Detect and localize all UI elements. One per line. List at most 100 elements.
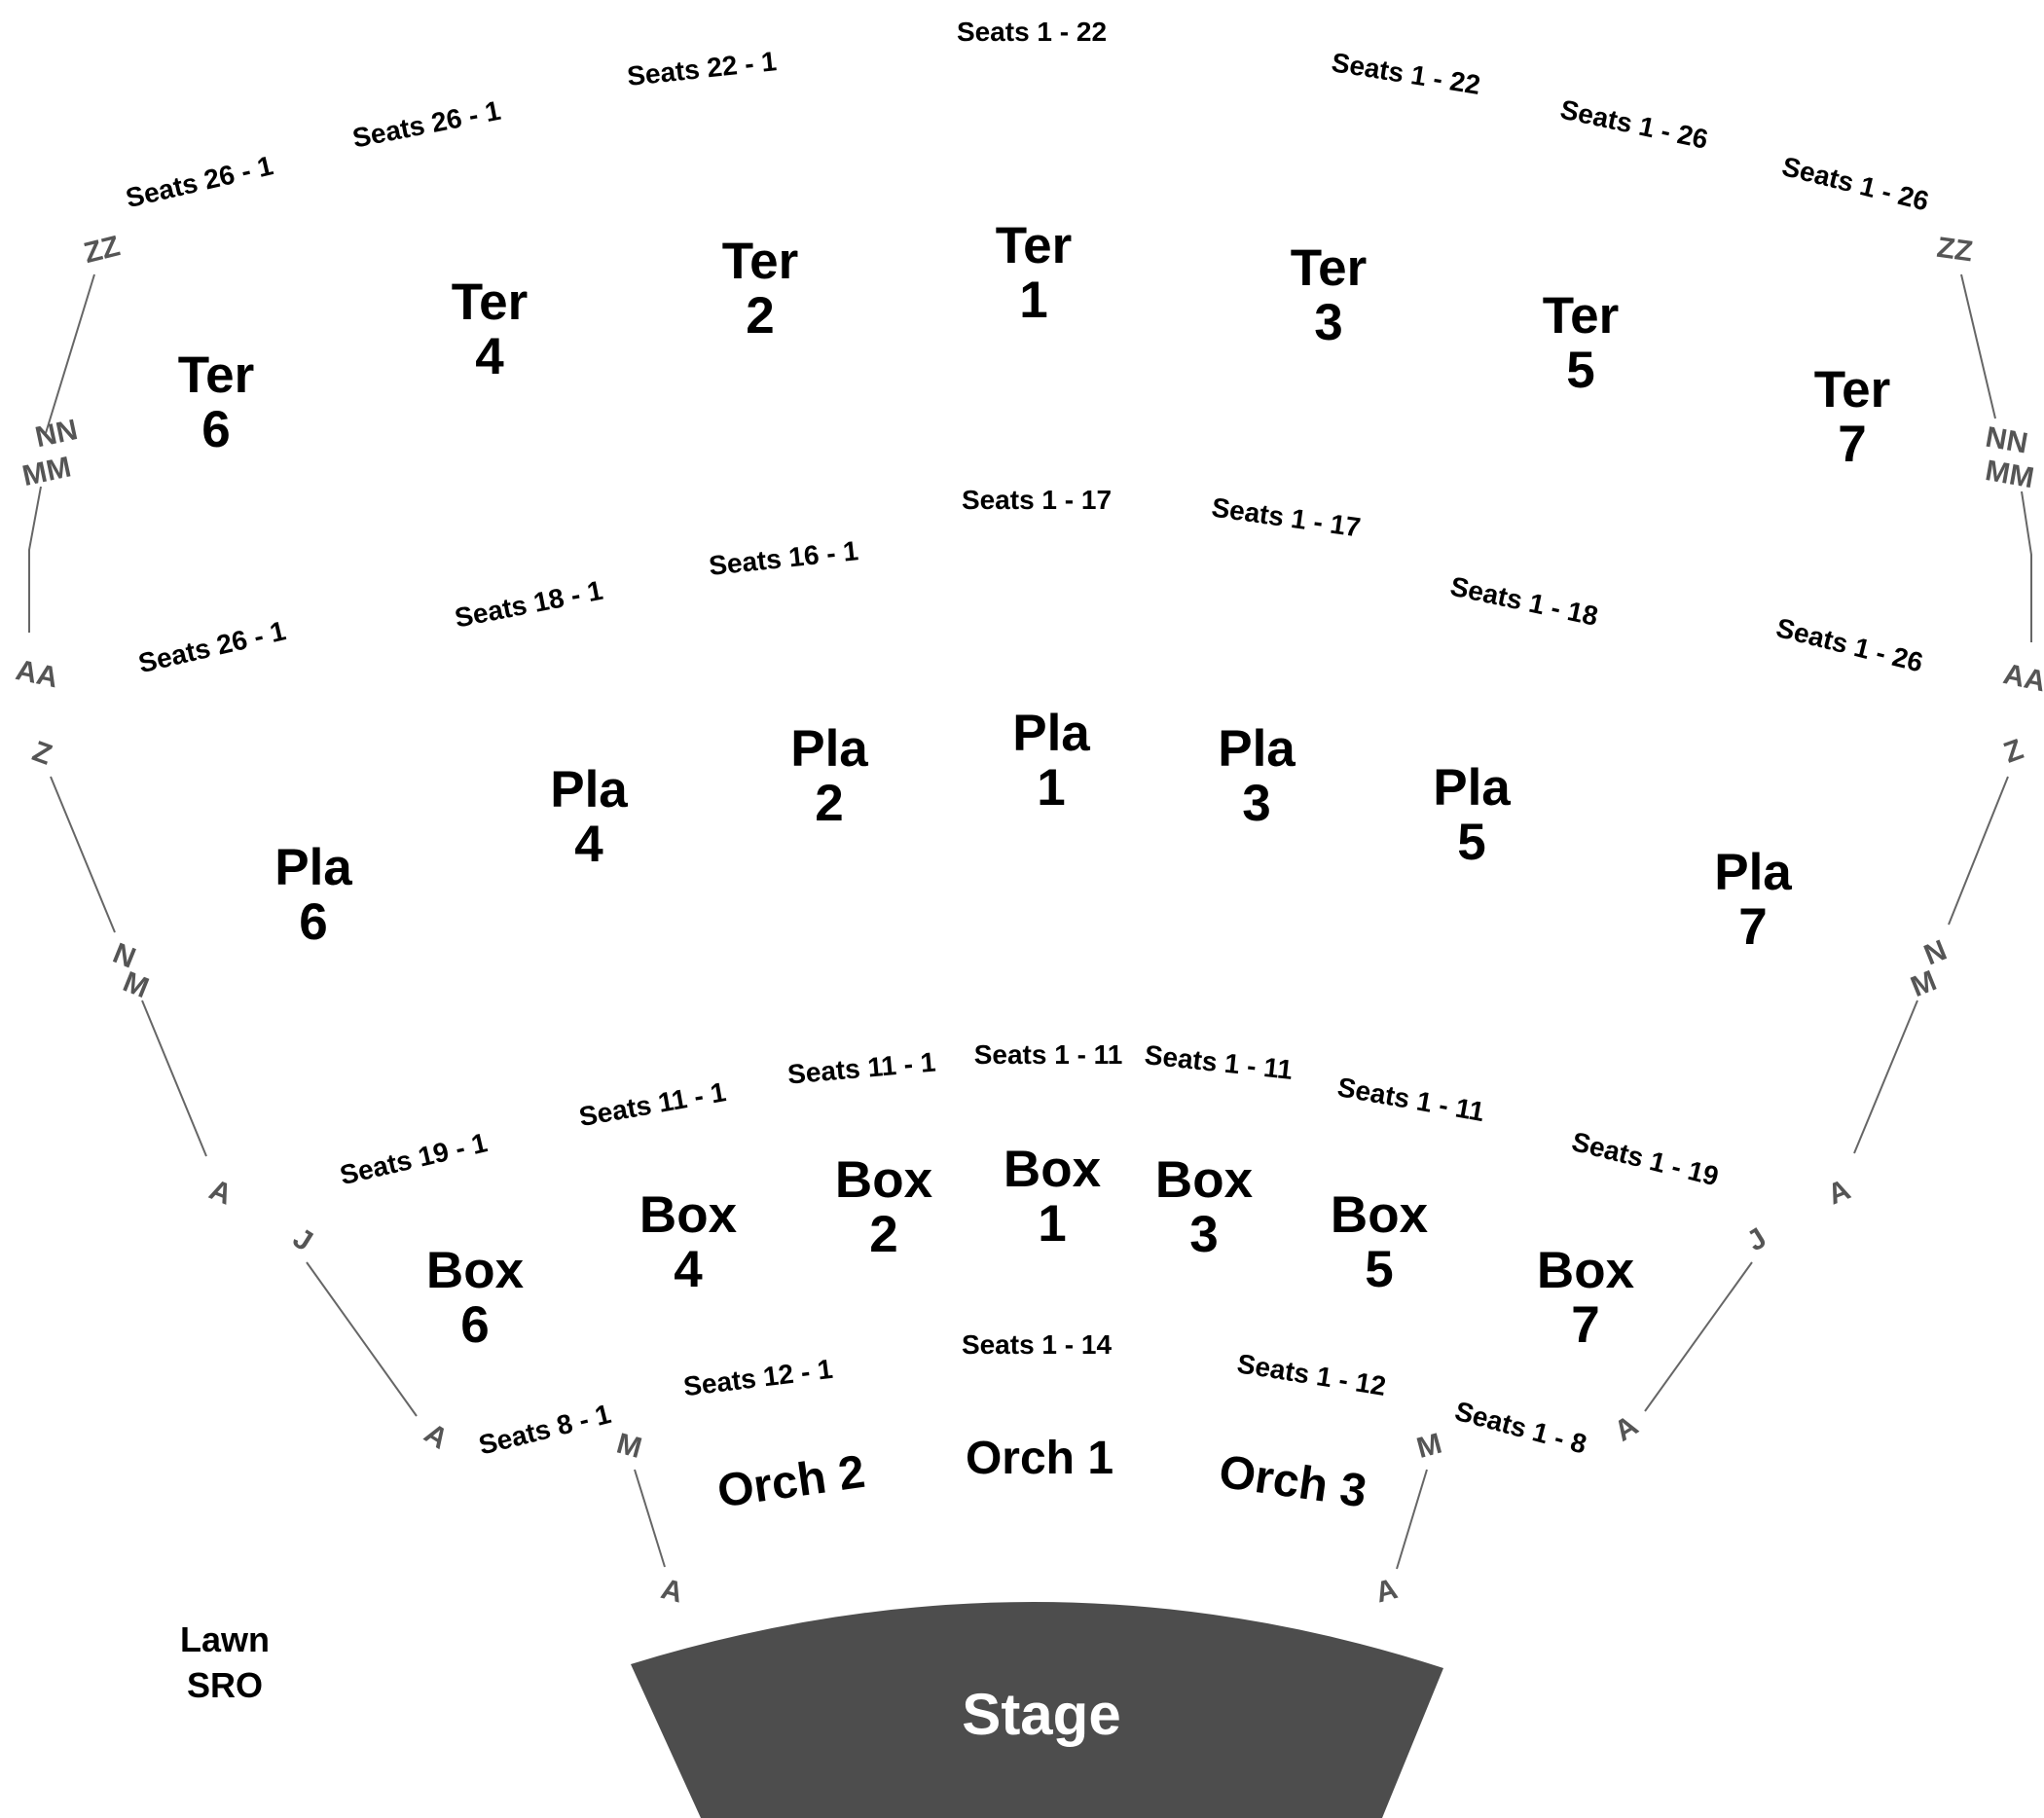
section-orch-3[interactable]: Orch 3 xyxy=(1216,1446,1369,1518)
row-label-z-right: Z xyxy=(1999,733,2027,769)
row-labels-left: ZZ NN MM AA Z N M A J A M A xyxy=(13,230,686,1609)
section-pla-7-name: Pla xyxy=(1714,844,1792,901)
aisle-lines xyxy=(28,273,2032,1570)
section-pla-2-number: 2 xyxy=(815,775,843,832)
seats-orch-3: Seats 1 - 12 xyxy=(1235,1348,1388,1401)
section-pla-7[interactable]: Pla 7 xyxy=(1714,844,1792,956)
section-ter-6[interactable]: Ter 6 xyxy=(178,346,255,458)
row-label-m-right-orch: M xyxy=(1413,1428,1445,1465)
section-box-4-number: 4 xyxy=(674,1241,703,1298)
section-box-3-name: Box xyxy=(1155,1151,1254,1209)
section-box-5[interactable]: Box 5 xyxy=(1331,1186,1429,1298)
row-label-j-right: J xyxy=(1741,1222,1772,1258)
section-ter-1[interactable]: Ter 1 xyxy=(996,217,1073,329)
row-label-nn-right: NN xyxy=(1983,421,2029,460)
seats-box-7: Seats 1 - 19 xyxy=(1569,1126,1722,1191)
row-label-m-right: M xyxy=(1907,964,1942,1003)
section-pla-2[interactable]: Pla 2 xyxy=(790,720,868,832)
section-ter-3-name: Ter xyxy=(1291,239,1368,297)
section-box-1-name: Box xyxy=(1004,1141,1102,1198)
section-pla-1[interactable]: Pla 1 xyxy=(1012,705,1090,817)
section-pla-4-number: 4 xyxy=(574,816,603,873)
section-box-7[interactable]: Box 7 xyxy=(1537,1242,1635,1354)
aisle-line-left-middle xyxy=(50,776,207,1157)
section-box-2[interactable]: Box 2 xyxy=(835,1151,933,1263)
section-box-7-number: 7 xyxy=(1571,1296,1599,1354)
seats-pla-4: Seats 18 - 1 xyxy=(453,575,605,634)
section-pla-6-number: 6 xyxy=(299,893,327,951)
section-pla-7-number: 7 xyxy=(1738,898,1767,956)
aisle-line-right-upper xyxy=(1960,273,2032,642)
section-ter-7[interactable]: Ter 7 xyxy=(1814,361,1891,473)
seats-pla-2: Seats 16 - 1 xyxy=(708,535,860,581)
section-ter-4-name: Ter xyxy=(452,273,529,331)
section-ter-3-number: 3 xyxy=(1314,294,1342,351)
section-pla-6-name: Pla xyxy=(274,839,352,896)
row-label-m-left-orch: M xyxy=(613,1428,645,1465)
stage-label: Stage xyxy=(962,1682,1120,1747)
seats-side-left: Seats 8 - 1 xyxy=(476,1399,614,1461)
section-box-6[interactable]: Box 6 xyxy=(426,1242,525,1354)
aisle-line-right-lower xyxy=(1644,1261,1753,1412)
section-pla-1-number: 1 xyxy=(1037,759,1065,817)
seats-ter-5: Seats 1 - 26 xyxy=(1557,94,1710,155)
seats-orch-2: Seats 12 - 1 xyxy=(681,1354,834,1402)
section-pla-1-name: Pla xyxy=(1012,705,1090,762)
seats-pla-7: Seats 1 - 26 xyxy=(1773,612,1926,677)
seats-pla-6: Seats 26 - 1 xyxy=(135,615,288,678)
section-ter-5[interactable]: Ter 5 xyxy=(1543,287,1620,399)
stage-shape xyxy=(631,1601,1443,1818)
seats-ter-3: Seats 1 - 22 xyxy=(1330,47,1482,100)
seats-ter-7: Seats 1 - 26 xyxy=(1779,151,1932,216)
lawn-label: Lawn SRO xyxy=(180,1619,270,1705)
section-ter-4[interactable]: Ter 4 xyxy=(452,273,529,385)
section-pla-5[interactable]: Pla 5 xyxy=(1433,759,1511,871)
row-label-mm-left: MM xyxy=(19,451,74,492)
aisle-line-right-middle xyxy=(1853,776,2009,1154)
section-pla-6[interactable]: Pla 6 xyxy=(274,839,352,951)
section-ter-2[interactable]: Ter 2 xyxy=(722,233,799,345)
section-ter-2-number: 2 xyxy=(746,287,774,345)
row-label-nn-left: NN xyxy=(32,414,80,454)
row-label-a-left-box: A xyxy=(204,1174,236,1212)
plaza-sections: Pla 1 Pla 2 Pla 3 Pla 4 Pla 5 Pla 6 Pla … xyxy=(274,705,1792,956)
section-ter-1-name: Ter xyxy=(996,217,1073,274)
section-orch-1[interactable]: Orch 1 xyxy=(966,1433,1113,1484)
section-ter-5-name: Ter xyxy=(1543,287,1620,345)
section-ter-3[interactable]: Ter 3 xyxy=(1291,239,1368,351)
row-label-z-left: Z xyxy=(28,735,56,771)
section-pla-2-name: Pla xyxy=(790,720,868,778)
aisle-line-left-lower xyxy=(306,1261,418,1417)
seats-box-6: Seats 19 - 1 xyxy=(337,1127,490,1190)
row-label-aa-left: AA xyxy=(13,654,60,694)
section-orch-2[interactable]: Orch 2 xyxy=(714,1446,868,1518)
aisle-line-right-orch xyxy=(1396,1469,1428,1570)
seats-ter-4: Seats 26 - 1 xyxy=(350,95,503,154)
section-box-3[interactable]: Box 3 xyxy=(1155,1151,1254,1263)
seats-pla-5: Seats 1 - 18 xyxy=(1447,571,1600,632)
section-pla-4[interactable]: Pla 4 xyxy=(550,761,628,873)
section-ter-6-number: 6 xyxy=(201,401,230,458)
seats-ter-1: Seats 1 - 22 xyxy=(957,17,1107,47)
section-ter-7-number: 7 xyxy=(1838,416,1866,473)
row-label-a-left-side: A xyxy=(419,1417,454,1455)
orchestra-sections: Orch 1 Orch 2 Orch 3 xyxy=(714,1433,1369,1517)
lawn-line-1: Lawn xyxy=(180,1619,270,1659)
section-pla-5-name: Pla xyxy=(1433,759,1511,817)
section-pla-3[interactable]: Pla 3 xyxy=(1218,720,1296,832)
row-label-a-right-side: A xyxy=(1609,1409,1644,1447)
section-pla-3-number: 3 xyxy=(1242,775,1270,832)
row-label-a-right-orch: A xyxy=(1372,1573,1401,1609)
stage: Stage xyxy=(631,1601,1443,1818)
seats-ter-6: Seats 26 - 1 xyxy=(123,150,275,213)
section-box-1[interactable]: Box 1 xyxy=(1004,1141,1102,1253)
seats-box-1: Seats 1 - 11 xyxy=(974,1039,1123,1070)
seats-side-right: Seats 1 - 8 xyxy=(1452,1396,1590,1460)
section-box-3-number: 3 xyxy=(1189,1206,1218,1263)
section-box-4[interactable]: Box 4 xyxy=(639,1186,738,1298)
section-ter-4-number: 4 xyxy=(475,328,504,385)
seats-box-5: Seats 1 - 11 xyxy=(1335,1072,1487,1127)
section-box-2-name: Box xyxy=(835,1151,933,1209)
box-sections: Box 1 Box 2 Box 3 Box 4 Box 5 Box 6 Box … xyxy=(426,1141,1635,1354)
section-pla-3-name: Pla xyxy=(1218,720,1296,778)
